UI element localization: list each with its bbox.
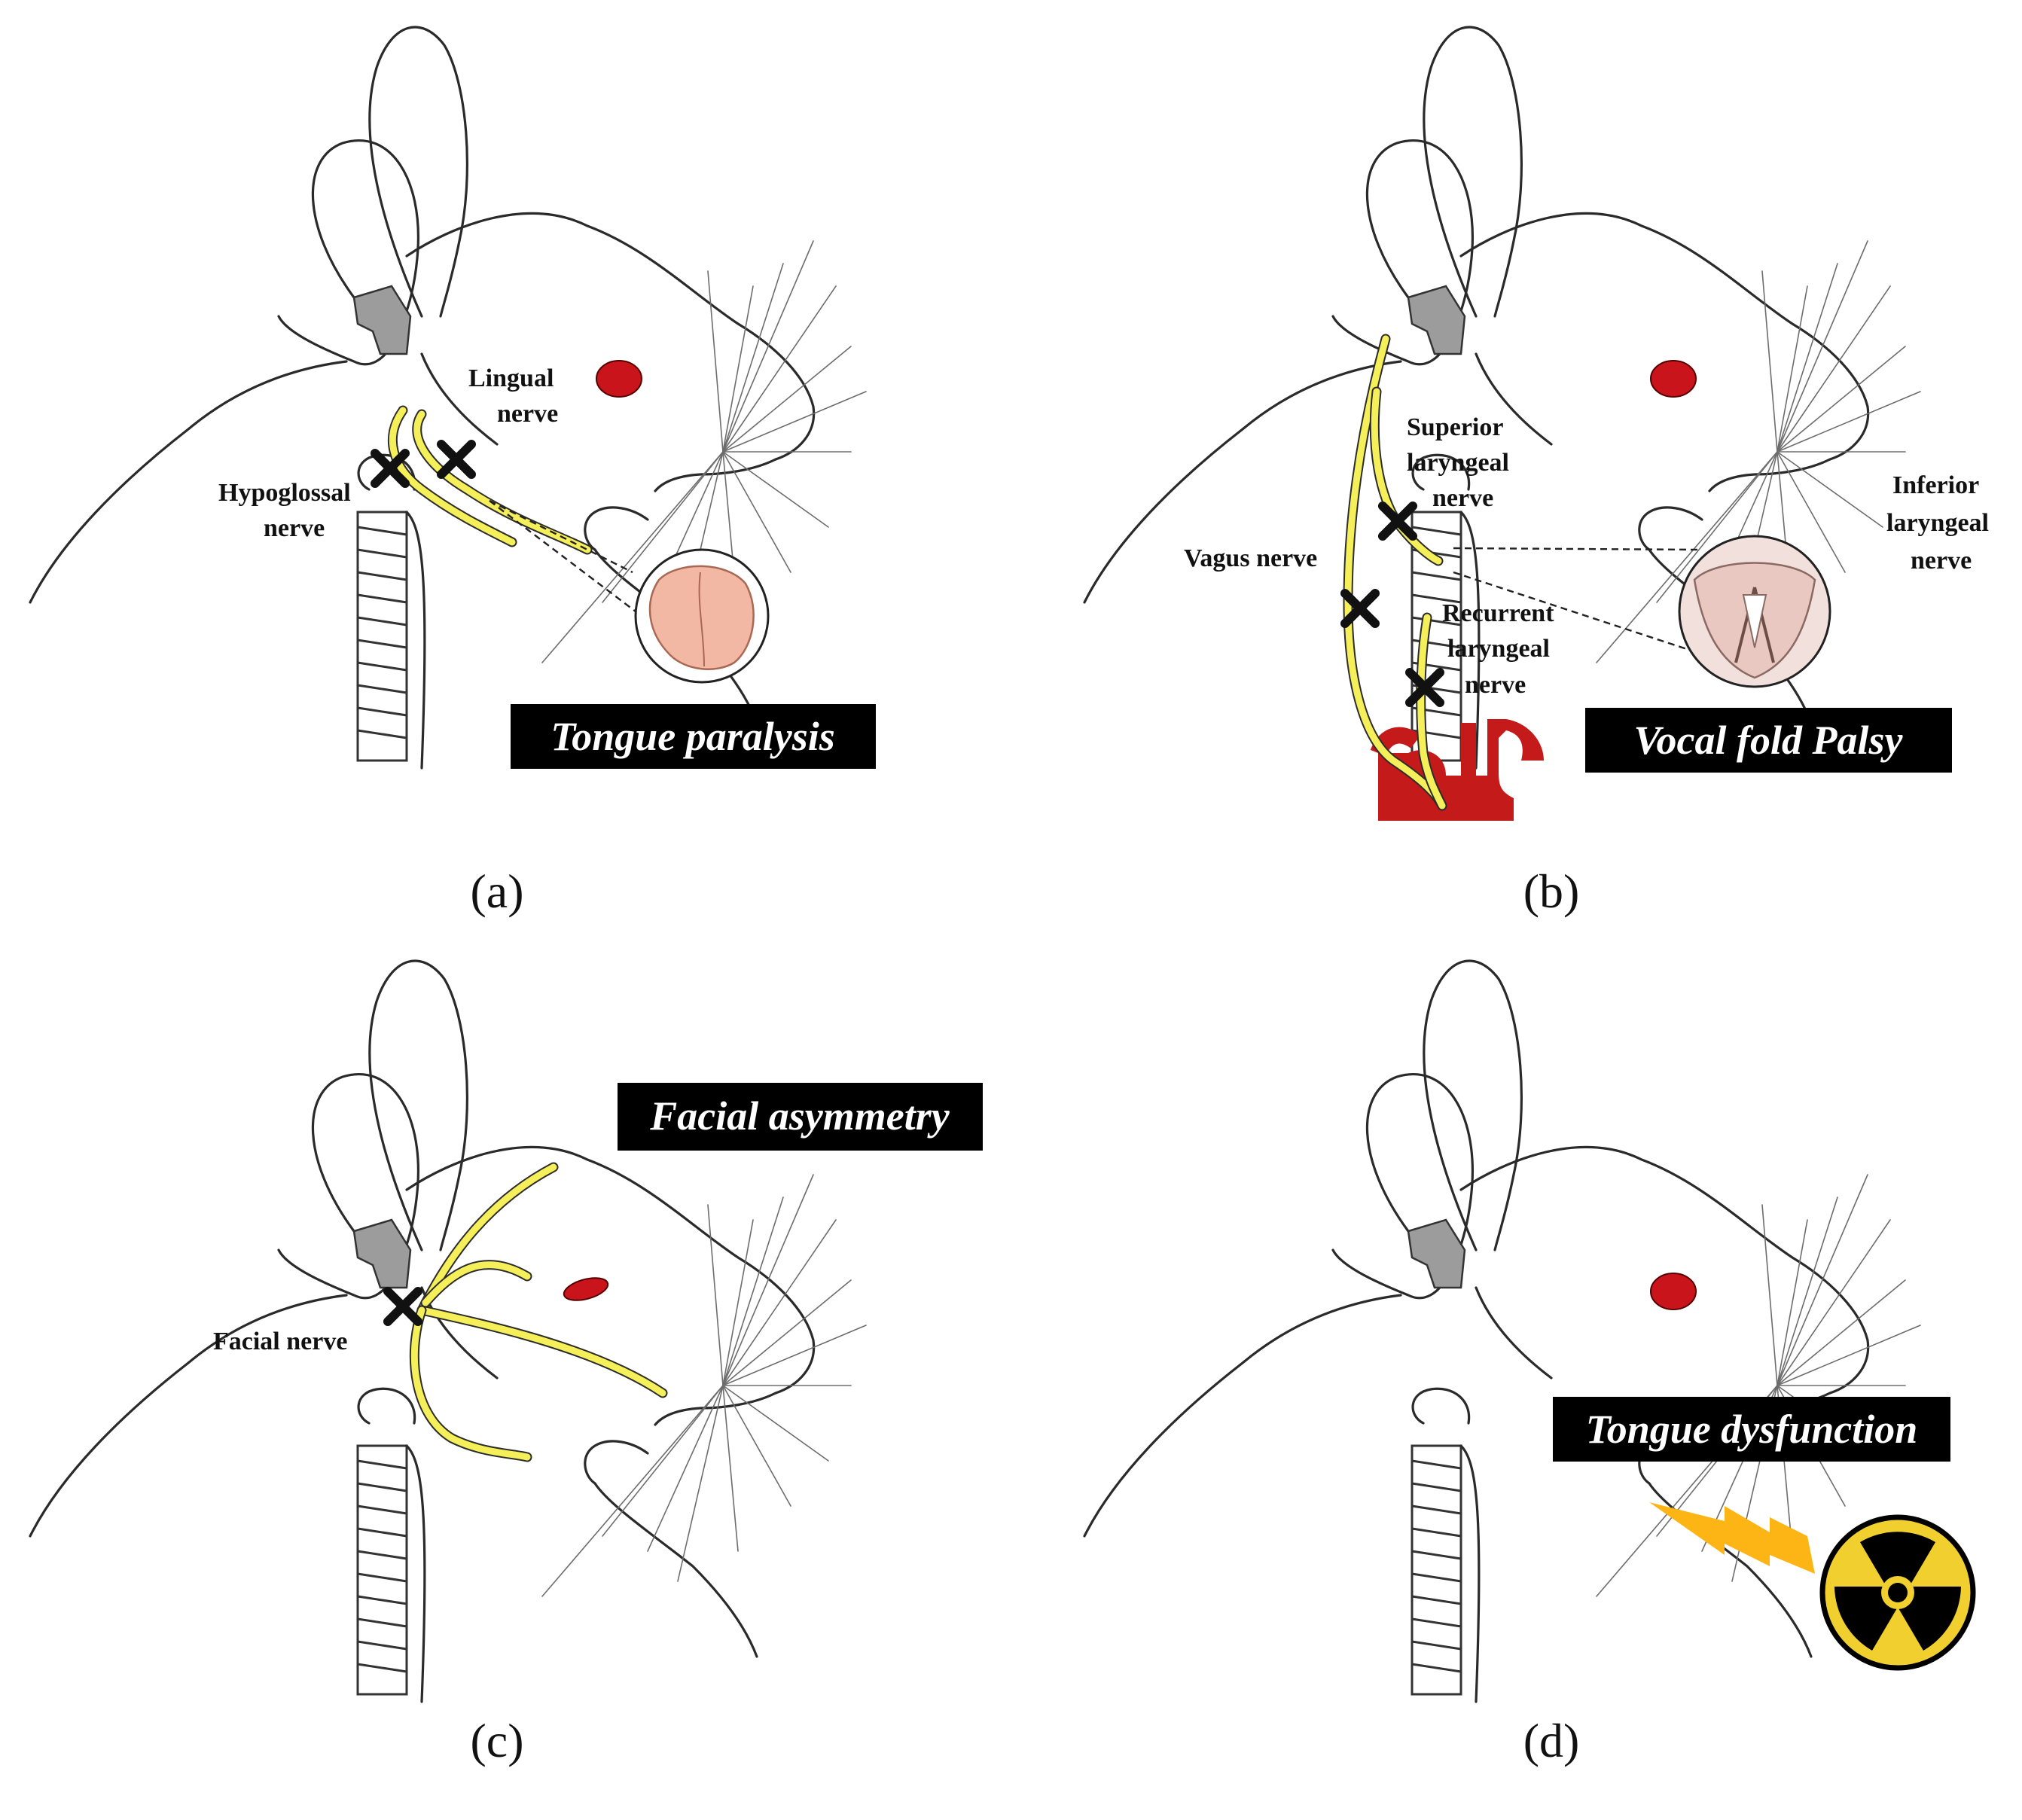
recurrent-laryngeal-nerve-label: nerve: [1465, 671, 1526, 699]
recurrent-laryngeal-nerve: [1416, 612, 1447, 811]
panel-a: Lingual nerve Hypoglossal nerve Tongue p…: [29, 26, 876, 918]
recurrent-laryngeal-nerve-label: laryngeal: [1447, 635, 1550, 663]
symptom-tag-text: Vocal fold Palsy: [1634, 718, 1904, 763]
hypoglossal-nerve-label: nerve: [264, 514, 325, 542]
inferior-laryngeal-nerve-label: Inferior: [1892, 471, 1979, 499]
superior-laryngeal-nerve-label: Superior: [1407, 413, 1503, 441]
panel-label: (d): [1523, 1714, 1580, 1767]
recurrent-laryngeal-nerve-label: Recurrent: [1442, 599, 1554, 627]
eye-icon: [1650, 1273, 1697, 1310]
radiation-hazard-icon: [1819, 1514, 1976, 1671]
lingual-nerve: [412, 409, 593, 555]
symptom-tag-text: Tongue dysfunction: [1586, 1407, 1918, 1452]
panel-label: (a): [470, 864, 523, 918]
inferior-laryngeal-nerve-label: laryngeal: [1886, 509, 1989, 537]
panel-label: (c): [470, 1714, 523, 1767]
nerve-injury-cross-icon: [1383, 506, 1413, 536]
symptom-tag: [1553, 1397, 1950, 1462]
lightning-bolt-icon: [1649, 1502, 1815, 1574]
vocal-fold-inset: [1678, 535, 1831, 688]
hypoglossal-nerve-label: Hypoglossal: [218, 479, 351, 507]
eye-icon: [563, 1277, 609, 1301]
vagus-nerve: [1343, 334, 1447, 811]
symptom-tag: [618, 1083, 983, 1151]
rat-head-drawing: [1083, 959, 1922, 1703]
panel-d: Tongue dysfunction (d): [1083, 959, 1976, 1767]
hypoglossal-nerve: [387, 405, 517, 547]
facial-nerve-label: Facial nerve: [213, 1328, 347, 1355]
panel-label: (b): [1523, 864, 1580, 918]
superior-laryngeal-nerve-label: nerve: [1432, 484, 1493, 512]
panel-c: Facial nerve Facial asymmetry (c): [29, 959, 983, 1767]
symptom-tag-text: Facial asymmetry: [649, 1093, 950, 1139]
superior-laryngeal-nerve-label: laryngeal: [1407, 449, 1509, 477]
eye-icon: [1650, 360, 1697, 398]
eye-icon: [596, 360, 642, 398]
symptom-tag: [511, 704, 876, 769]
panel-b: Superior laryngeal nerve Inferior laryng…: [1083, 26, 1989, 918]
inferior-laryngeal-nerve-label: nerve: [1911, 547, 1972, 575]
lingual-nerve-label: Lingual: [468, 364, 554, 392]
facial-nerve: [409, 1162, 668, 1462]
nerve-injury-cross-icon: [441, 444, 471, 474]
tongue-inset: [634, 548, 770, 684]
vagus-nerve-label: Vagus nerve: [1184, 544, 1317, 572]
lingual-nerve-label: nerve: [497, 400, 558, 428]
nerve-injury-cross-icon: [388, 1291, 418, 1322]
symptom-tag-text: Tongue paralysis: [550, 714, 835, 759]
rat-head-drawing: [29, 959, 868, 1703]
symptom-tag: [1585, 708, 1952, 773]
